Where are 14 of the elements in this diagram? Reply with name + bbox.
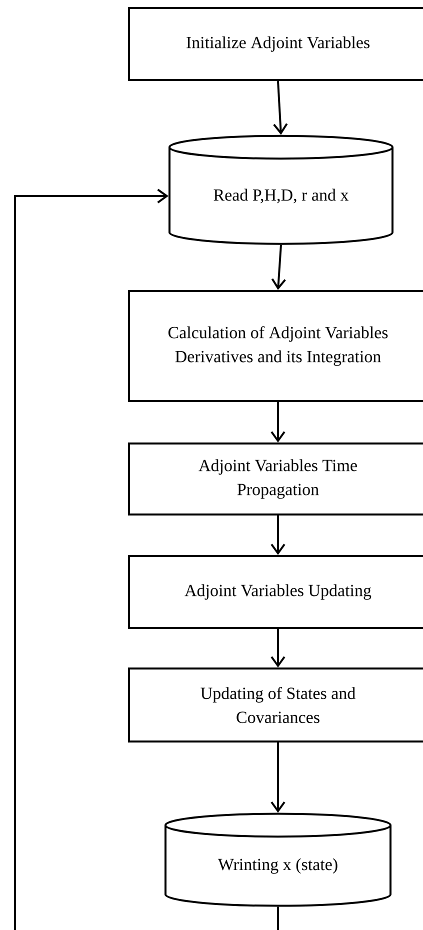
- process-box: Updating of States and Covariances: [128, 668, 423, 742]
- arrow: [270, 402, 286, 442]
- arrow: [271, 244, 286, 290]
- arrow: [273, 80, 288, 135]
- process-box: Initialize Adjoint Variables: [128, 7, 423, 82]
- process-box: Adjoint Variables Time Propagation: [128, 442, 423, 516]
- cylinder-node: Wrinting x (state): [164, 812, 392, 907]
- arrow: [270, 742, 286, 813]
- cylinder-node: Read P,H,D, r and x: [168, 134, 394, 245]
- arrow: [270, 516, 286, 555]
- arrow: [14, 188, 279, 930]
- process-box: Adjoint Variables Updating: [128, 555, 423, 629]
- arrow: [270, 629, 286, 668]
- process-box: Calculation of Adjoint Variables Derivatives and its Integration: [128, 290, 423, 402]
